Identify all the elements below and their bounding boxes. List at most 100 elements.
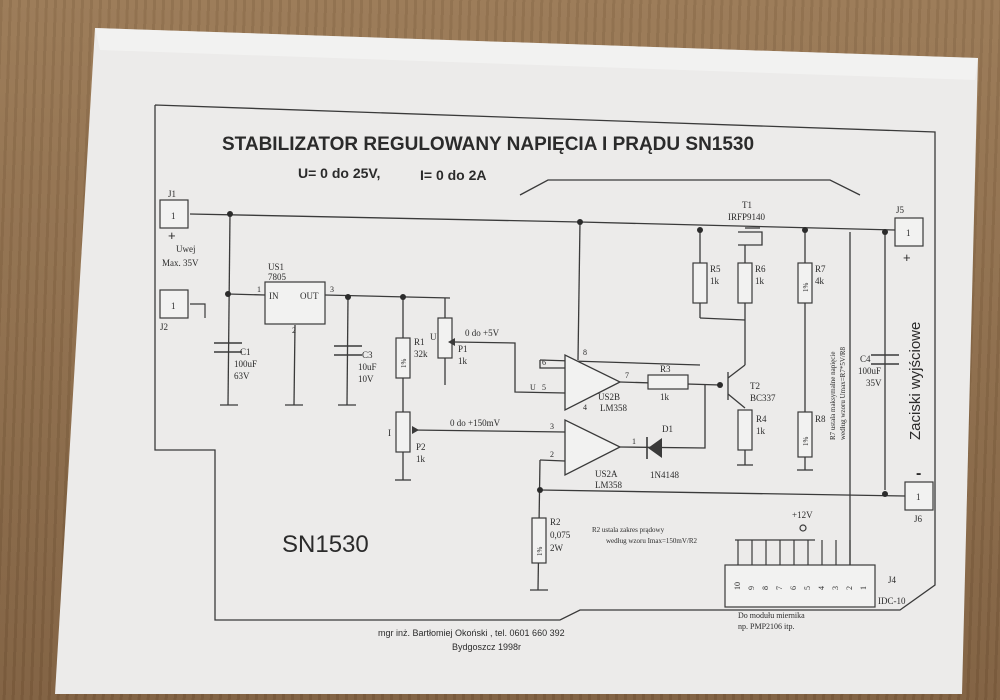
schematic-title: STABILIZATOR REGULOWANY NAPIĘCIA I PRĄDU… bbox=[222, 134, 754, 155]
part-t1: IRFP9140 bbox=[728, 212, 766, 222]
j4-pin-9: 9 bbox=[747, 586, 756, 590]
resistor-r1 bbox=[395, 337, 411, 379]
opamp-us2a bbox=[564, 418, 622, 477]
us1-out-label: OUT bbox=[300, 291, 319, 301]
j4-pin-4: 4 bbox=[817, 586, 826, 590]
junction-dot bbox=[537, 487, 543, 493]
j4-pin-2: 2 bbox=[845, 586, 854, 590]
us2a-pin1: 1 bbox=[632, 437, 636, 446]
label-plus12v: +12V bbox=[792, 510, 813, 520]
wire-us2b-supply bbox=[577, 221, 581, 361]
transistor-t1 bbox=[738, 231, 763, 246]
schematic-border bbox=[154, 104, 936, 621]
wire-us2b-inv bbox=[539, 360, 565, 369]
label-r4: R4 bbox=[756, 414, 767, 424]
regulator-us1 bbox=[264, 281, 326, 325]
us2a-pin3: 3 bbox=[550, 422, 554, 431]
footer-author: mgr inż. Bartłomiej Okoński , tel. 0601 … bbox=[378, 628, 565, 638]
wire-r5-bottom bbox=[699, 317, 746, 321]
part-us2a: LM358 bbox=[595, 480, 623, 490]
value-r5: 1k bbox=[710, 276, 720, 286]
output-terminals-label: Zaciski wyjściowe bbox=[907, 322, 924, 440]
paper-sheet bbox=[55, 28, 978, 694]
junction-dot bbox=[225, 291, 231, 297]
part-us2b: LM358 bbox=[600, 403, 628, 413]
j4-pin-10: 10 bbox=[733, 582, 742, 590]
resistor-r5 bbox=[692, 262, 708, 304]
label-j2: J2 bbox=[160, 322, 168, 332]
opamp-us2b bbox=[564, 353, 622, 412]
us1-pin2: 2 bbox=[292, 326, 296, 335]
wire-us2a-out bbox=[619, 385, 706, 449]
wire-top-rail-right bbox=[579, 221, 896, 231]
connector-j2 bbox=[159, 289, 189, 319]
voltage-c4: 35V bbox=[866, 378, 882, 388]
potentiometer-p1 bbox=[437, 317, 453, 359]
junction-dot bbox=[882, 491, 888, 497]
us1-pin3: 3 bbox=[330, 285, 334, 294]
wire-us2a-inv bbox=[539, 459, 566, 462]
us2b-pin4: 4 bbox=[583, 403, 587, 412]
j4-pin-6: 6 bbox=[789, 586, 798, 590]
minus-output: - bbox=[916, 465, 921, 482]
value-p1: 1k bbox=[458, 356, 468, 366]
value-r3: 1k bbox=[660, 392, 670, 402]
us1-pin1: 1 bbox=[257, 285, 261, 294]
p2-wiper-arrow bbox=[412, 426, 419, 434]
note-r2-formula: według wzoru Imax=150mV/R2 bbox=[606, 537, 698, 545]
us2b-pin8: 8 bbox=[583, 348, 587, 357]
label-d1: D1 bbox=[662, 424, 673, 434]
p2-range: 0 do +150mV bbox=[450, 418, 501, 428]
net-u-label: U bbox=[530, 383, 536, 392]
plus-input: + bbox=[168, 228, 176, 243]
j4-pin-3: 3 bbox=[831, 586, 840, 590]
value-r1: 32k bbox=[414, 349, 428, 359]
pin-j5: 1 bbox=[906, 228, 911, 238]
value-r6: 1k bbox=[755, 276, 765, 286]
connector-j4 bbox=[724, 564, 876, 608]
connector-j1 bbox=[159, 199, 189, 229]
resistor-r7 bbox=[797, 262, 813, 304]
label-c4: C4 bbox=[860, 354, 871, 364]
wire-p1-wiper bbox=[454, 341, 566, 394]
note-r7-formula-a: R7 ustala maksymalne napięcie bbox=[829, 352, 837, 440]
pin-j1: 1 bbox=[171, 211, 176, 221]
note-r7-formula-b: według wzoru Umax=R7*5V/R8 bbox=[839, 347, 847, 440]
label-r1: R1 bbox=[414, 337, 425, 347]
junction-dot bbox=[577, 219, 583, 225]
us1-in-label: IN bbox=[269, 291, 279, 301]
wire-c3-vertical bbox=[346, 296, 349, 406]
label-r6: R6 bbox=[755, 264, 766, 274]
label-r3: R3 bbox=[660, 364, 671, 374]
part-t2: BC337 bbox=[750, 393, 776, 403]
junction-dot bbox=[345, 294, 351, 300]
wire-top-rail-left bbox=[189, 213, 581, 223]
resistor-r4 bbox=[737, 409, 753, 451]
resistor-r8 bbox=[797, 411, 813, 458]
note-meter-module: Do modułu miernika bbox=[738, 611, 805, 620]
value-c3: 10uF bbox=[358, 362, 377, 372]
p1-u-label: U bbox=[430, 332, 437, 342]
value-c4: 100uF bbox=[858, 366, 881, 376]
junction-dot bbox=[717, 382, 723, 388]
plus-output: + bbox=[903, 250, 911, 265]
j2-ground-wire bbox=[190, 303, 206, 318]
note-meter-example: np. PMP2106 itp. bbox=[738, 622, 794, 631]
footer-place-date: Bydgoszcz 1998r bbox=[452, 642, 521, 652]
part-j4: IDC-10 bbox=[878, 596, 906, 606]
us2b-pin5: 5 bbox=[542, 383, 546, 392]
transistor-t2-collector bbox=[727, 364, 746, 379]
label-j6: J6 bbox=[914, 514, 923, 524]
tolerance-r1: 1% bbox=[400, 359, 408, 369]
label-j5: J5 bbox=[896, 205, 905, 215]
wire-us1-gnd bbox=[293, 324, 296, 406]
resistor-r6 bbox=[737, 262, 753, 304]
label-p2: P2 bbox=[416, 442, 426, 452]
potentiometer-p2 bbox=[395, 411, 411, 453]
wire-us1-in bbox=[227, 293, 266, 296]
us2b-pin7: 7 bbox=[625, 371, 629, 380]
wire-p2-wiper bbox=[411, 429, 566, 433]
label-p1: P1 bbox=[458, 344, 468, 354]
voltage-c1: 63V bbox=[234, 371, 250, 381]
label-us2a: US2A bbox=[595, 469, 618, 479]
